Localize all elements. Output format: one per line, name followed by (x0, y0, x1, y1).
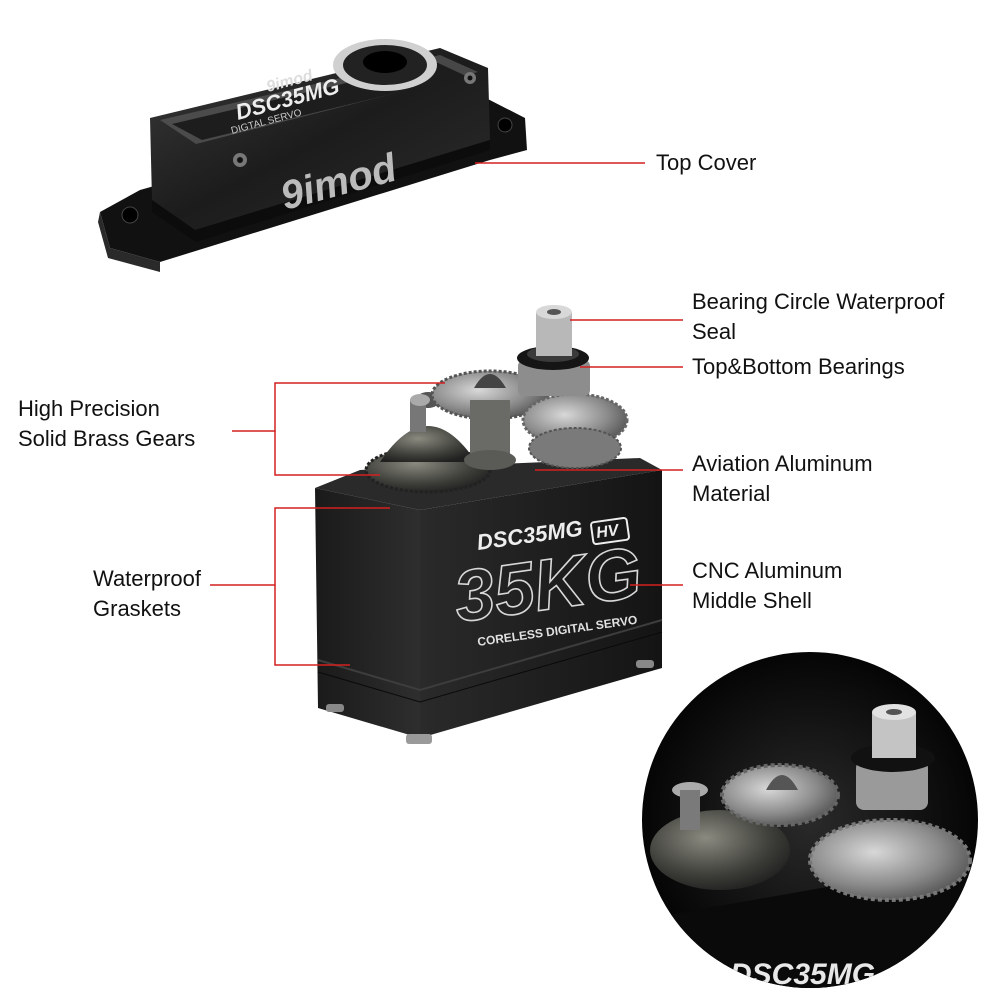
callout-bearing-seal-line-1: Bearing Circle Waterproof (692, 289, 945, 314)
callout-bearings-line: Top&Bottom Bearings (692, 354, 905, 379)
body-badge-box (590, 516, 630, 546)
callout-middle-shell: CNC Aluminum Middle Shell (692, 556, 842, 616)
callout-gears: High Precision Solid Brass Gears (18, 394, 195, 454)
leader-gears (232, 382, 445, 432)
gear-closeup-inset: DSC35MG (642, 652, 978, 991)
leader-gaskets (210, 507, 390, 586)
leader-gaskets-lower (274, 585, 350, 666)
output-spline (536, 312, 572, 356)
callout-top-cover-line: Top Cover (656, 150, 757, 175)
leader-lines (210, 162, 683, 666)
callout-gaskets: Waterproof Graskets (93, 564, 201, 624)
callout-gears-line-2: Solid Brass Gears (18, 426, 196, 451)
callout-aluminum-line-1: Aviation Aluminum (692, 451, 873, 476)
callout-bearing-seal-line-2: Seal (692, 319, 737, 344)
callout-middle-shell-line-2: Middle Shell (692, 588, 812, 613)
body-badge-text: HV (595, 522, 621, 542)
callout-aluminum: Aviation Aluminum Material (692, 449, 873, 509)
callout-gaskets-line-2: Graskets (93, 596, 182, 621)
callout-bearings: Top&Bottom Bearings (692, 352, 905, 382)
callout-top-cover: Top Cover (656, 148, 756, 178)
callout-gears-line-1: High Precision (18, 396, 160, 421)
inset-model-text: DSC35MG (730, 958, 875, 991)
leader-gears-lower (274, 431, 380, 476)
top-cover-part: 9imod DSC35MG DIGTAL SERVO 9imod (98, 39, 527, 272)
callout-aluminum-line-2: Material (692, 481, 771, 506)
callout-bearing-seal: Bearing Circle Waterproof Seal (692, 287, 944, 347)
callout-middle-shell-line-1: CNC Aluminum (692, 558, 843, 583)
servo-body-part: DSC35MG HV 35KG CORELESS DIGITAL SERVO (315, 305, 663, 744)
callout-gaskets-line-1: Waterproof (93, 566, 202, 591)
